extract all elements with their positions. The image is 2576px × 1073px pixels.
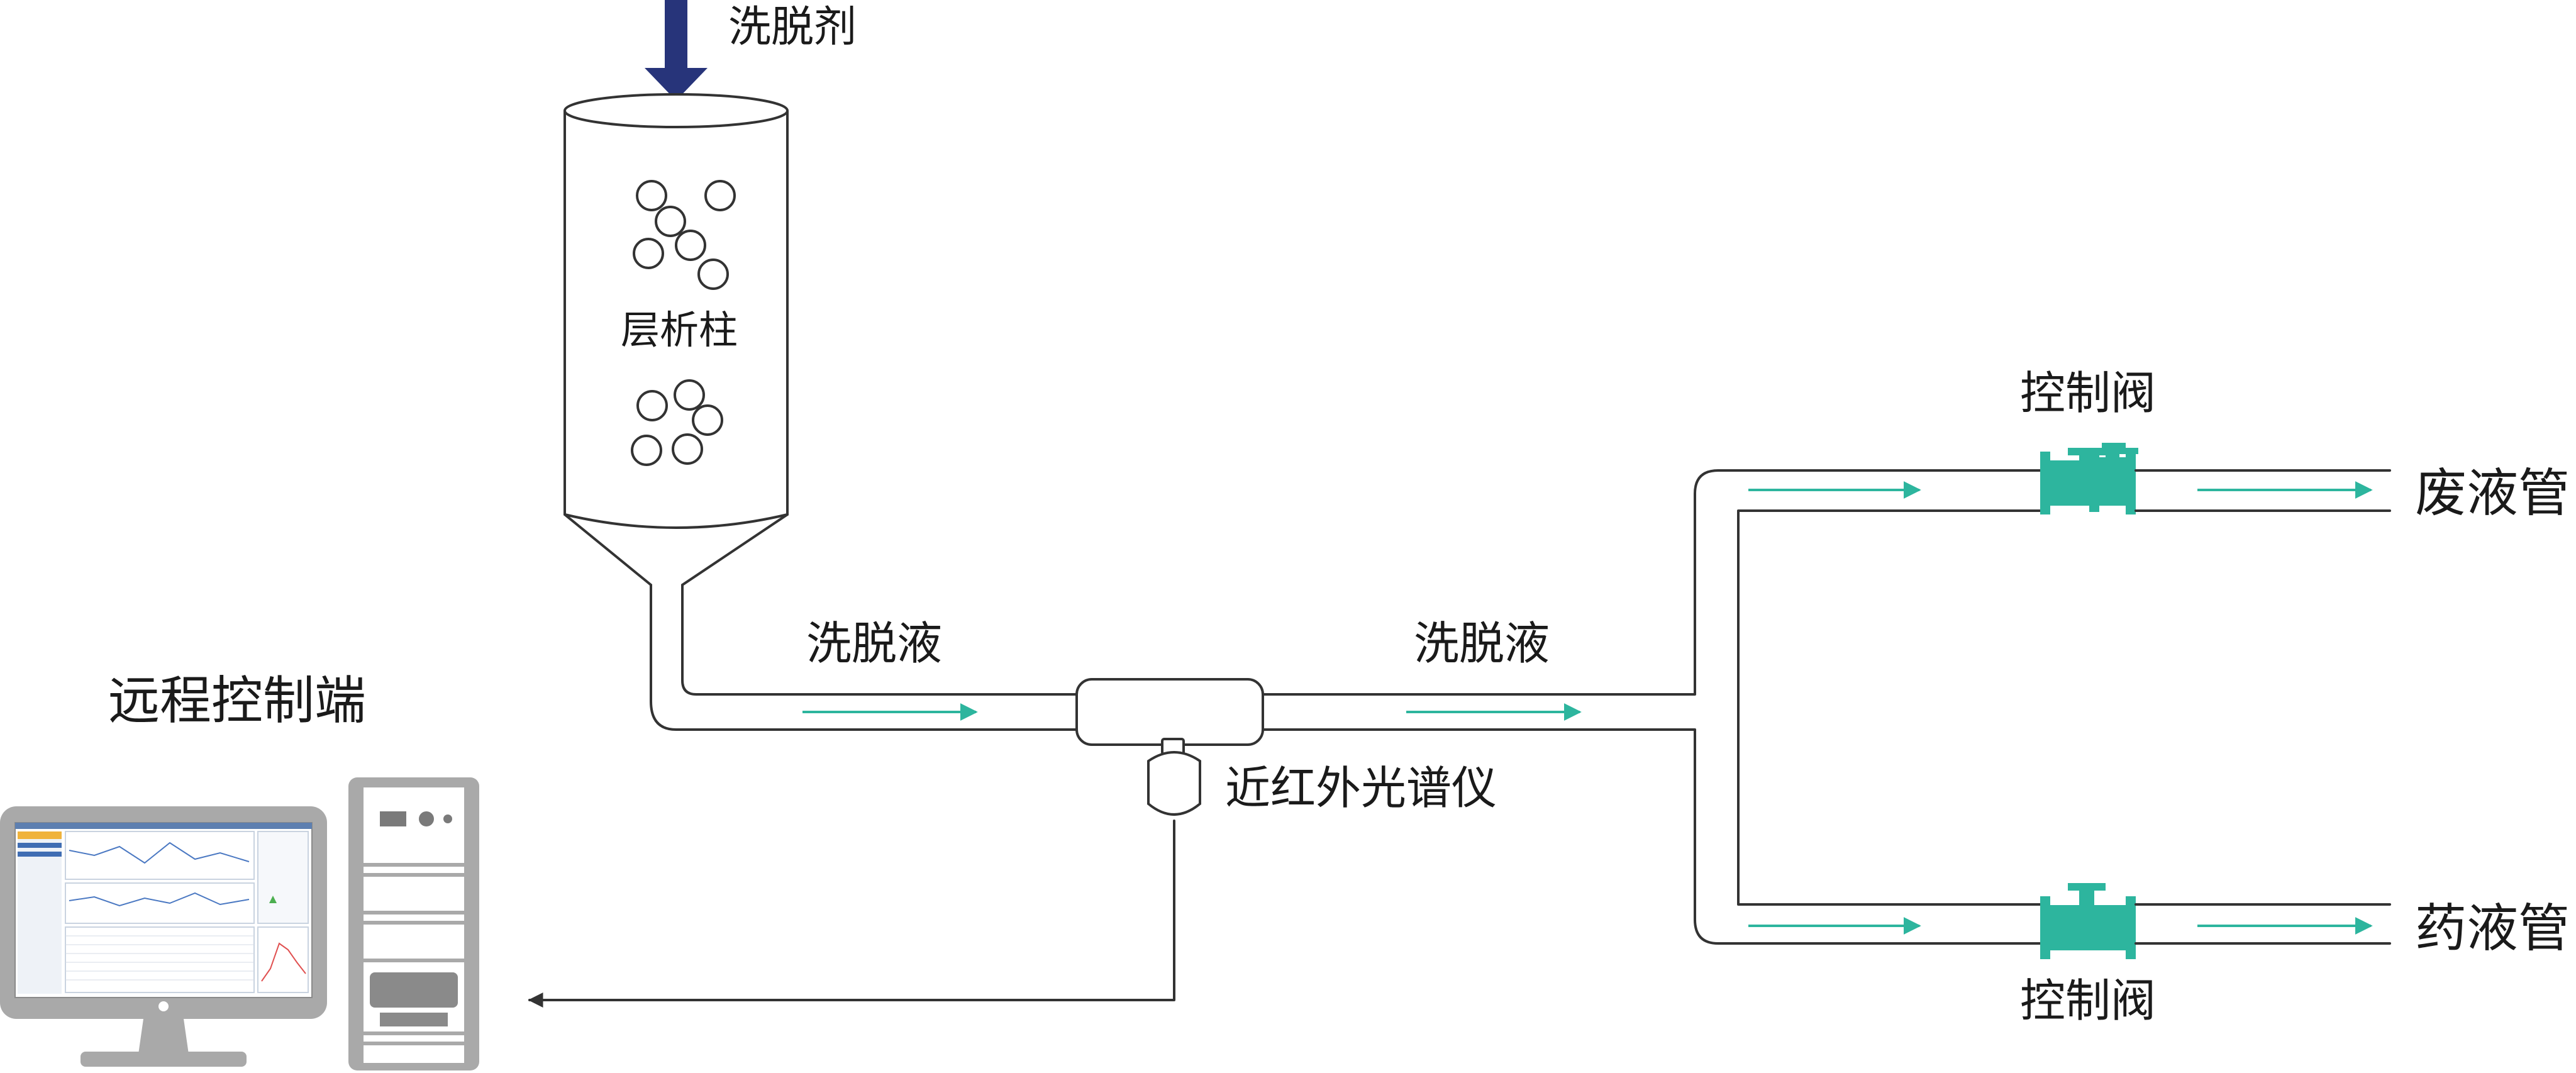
eluate-label-2: 洗脱液 bbox=[1414, 617, 1550, 670]
gate-valve-icon bbox=[2040, 883, 2136, 959]
signal-line bbox=[528, 820, 1175, 1008]
product-pipe-label: 药液管 bbox=[2415, 899, 2570, 959]
gate-valve-icon bbox=[2040, 448, 2136, 514]
waste-pipe-label: 废液管 bbox=[2415, 464, 2570, 523]
column-label: 层析柱 bbox=[621, 307, 738, 353]
nir-probe-icon bbox=[1147, 738, 1201, 816]
pc-tower-icon bbox=[348, 777, 479, 1070]
monitor-icon bbox=[0, 806, 327, 1067]
nir-label: 近红外光谱仪 bbox=[1225, 762, 1497, 814]
eluate-label-1: 洗脱液 bbox=[806, 617, 942, 670]
remote-terminal-label: 远程控制端 bbox=[108, 671, 366, 731]
resin-beads bbox=[631, 180, 736, 466]
outlet-pipe bbox=[650, 679, 1078, 731]
outlet-pipes bbox=[2135, 469, 2391, 945]
chromatography-column bbox=[564, 93, 789, 701]
flow-cell bbox=[1075, 678, 1264, 746]
down-arrow-icon bbox=[645, 0, 708, 101]
valve-label-top: 控制阀 bbox=[2020, 367, 2156, 420]
main-pipe bbox=[1262, 469, 2048, 945]
valve-label-bottom: 控制阀 bbox=[2020, 974, 2156, 1027]
eluent-label: 洗脱剂 bbox=[728, 3, 857, 52]
